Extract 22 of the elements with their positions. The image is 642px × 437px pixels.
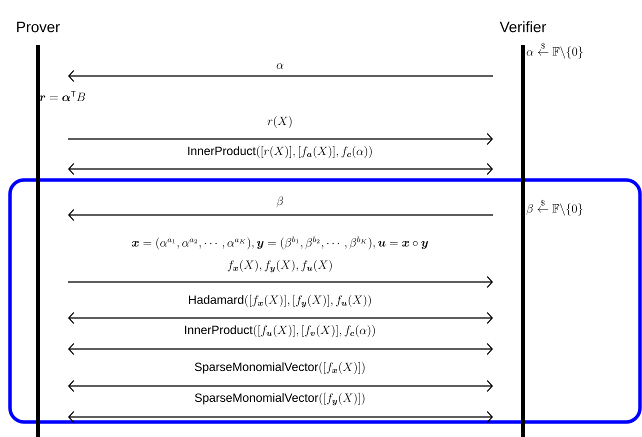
edge-label: $f_{\boldsymbol{x}}(X),f_{\boldsymbol{y}}(X),f_{\boldsymbol{u}}(X)$: [228, 260, 332, 272]
edge-label: $\alpha$: [276, 63, 284, 69]
edge-label: $\text{InnerProduct}([f_{\boldsymbol{u}}(X)],[f_{\boldsymbol{v}}(X)],f_{\boldsymbol{c}}(\alpha))$: [185, 325, 375, 338]
node-label: Prover: [17, 22, 60, 32]
edge-label: $r(X)$: [268, 116, 292, 128]
arrow: [68, 163, 493, 175]
edge-label: $\text{SparseMonomialVector}([f_{\boldsymbol{y}}(X)])$: [194, 392, 364, 406]
formula-label: $\boldsymbol{x}=(\alpha^{a_1},\alpha^{a_2},\cdots,\alpha^{a_K}),\boldsymbol{y}=(\beta^{b_1},\beta^{b_2},\cdots,\beta^{b_K}),\boldsymbol{u}=\boldsymbol{x}\circ\boldsymbol{y}$: [132, 236, 428, 250]
arrow: [68, 70, 493, 82]
arrow: [68, 380, 493, 392]
edge-label: $\beta$: [276, 196, 284, 208]
edge-label: $\text{InnerProduct}([r(X)],[f_{\boldsymbol{a}}(X)],f_{\boldsymbol{c}}(\alpha))$: [188, 146, 372, 158]
edge-label: $\text{Hadamard}([f_{\boldsymbol{x}}(X)],[f_{\boldsymbol{y}}(X)],f_{\boldsymbol{u}}(X))$: [189, 294, 371, 308]
formula-label: $\boldsymbol{r}=\boldsymbol{\alpha}^{\text{T}}B$: [40, 91, 86, 102]
arrow: [68, 276, 493, 288]
arrow: [68, 411, 493, 423]
edge-label: $\text{SparseMonomialVector}([f_{\boldsymbol{x}}(X)])$: [194, 362, 365, 374]
arrow: [68, 343, 493, 355]
arrow: [68, 133, 493, 145]
arrow: [68, 312, 493, 324]
arrow: [68, 209, 493, 221]
node-label: Verifier: [500, 21, 546, 32]
